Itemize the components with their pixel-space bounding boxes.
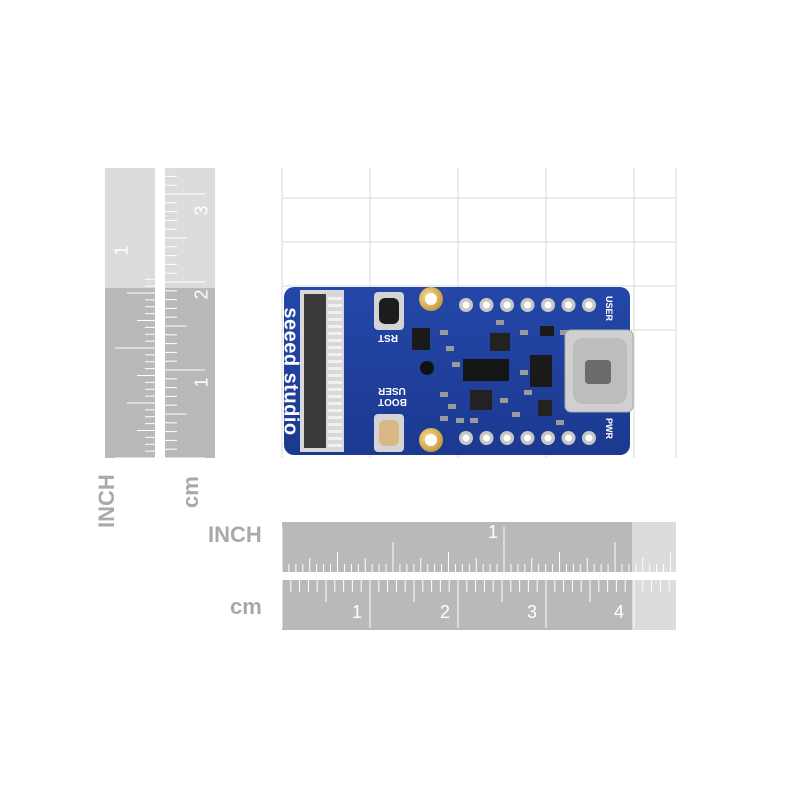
fpc-pin: [328, 430, 342, 433]
vertical-inch-ruler: [105, 168, 155, 459]
smd-component: [456, 418, 464, 423]
smd-component: [496, 320, 504, 325]
fpc-pin: [328, 423, 342, 426]
horizontal-cm-number-3: 3: [527, 602, 538, 622]
fpc-pin: [328, 360, 342, 363]
smd-component: [452, 362, 460, 367]
rst-label: RST: [378, 332, 398, 343]
fpc-pin: [328, 374, 342, 377]
brand-logo-text: seeed studio: [279, 307, 302, 436]
fpc-pin: [328, 318, 342, 321]
fpc-pin: [328, 367, 342, 370]
smd-component: [448, 404, 456, 409]
smd-component: [556, 420, 564, 425]
fpc-pin: [328, 339, 342, 342]
fpc-pin: [328, 304, 342, 307]
smd-component: [440, 416, 448, 421]
fpc-pin: [328, 353, 342, 356]
mounting-hole-bottom: [419, 428, 443, 452]
header-pins-bottom: [459, 431, 596, 445]
header-pin-hole: [524, 434, 531, 442]
fpc-connector: [300, 290, 344, 452]
header-pin-hole: [585, 434, 593, 442]
header-pin-hole: [462, 301, 470, 309]
boot-button: [374, 414, 404, 452]
mounting-hole-top: [419, 287, 443, 311]
header-pin-hole: [565, 301, 572, 309]
fpc-pin: [328, 346, 342, 349]
horizontal-cm-number-2: 2: [440, 602, 451, 622]
horizontal-cm-number-4: 4: [614, 602, 625, 622]
smd-component: [520, 370, 528, 375]
header-pin-hole: [524, 301, 531, 309]
vertical-cm-ruler: [165, 168, 215, 459]
fpc-pin: [328, 416, 342, 419]
horizontal-inch-ruler: [281, 522, 676, 572]
fpc-pin: [328, 297, 342, 300]
fpc-pin: [328, 325, 342, 328]
header-pin-hole: [503, 434, 511, 442]
header-pin-hole: [585, 301, 593, 309]
header-pin-hole: [483, 434, 490, 442]
rst-button: [374, 292, 404, 330]
horizontal-cm-number-1: 1: [352, 602, 363, 622]
fpc-pin: [328, 388, 342, 391]
header-pin-hole: [544, 301, 552, 309]
fpc-pin: [328, 395, 342, 398]
horizontal-cm-label: cm: [230, 594, 262, 619]
horizontal-inch-number-1: 1: [488, 522, 499, 542]
header-pin-hole: [483, 301, 490, 309]
boot-label: BOOT: [378, 396, 407, 407]
smd-component: [524, 390, 532, 395]
smd-component: [512, 412, 520, 417]
fpc-pin: [328, 437, 342, 440]
header-pin-hole: [503, 301, 511, 309]
fpc-pin: [328, 332, 342, 335]
horizontal-inch-label: INCH: [208, 522, 262, 547]
usb-c-connector: [564, 329, 634, 413]
fpc-pin: [328, 381, 342, 384]
smd-component: [500, 398, 508, 403]
user-label-right: USER: [604, 296, 614, 322]
smd-component: [470, 418, 478, 423]
smd-component: [520, 330, 528, 335]
fpc-pin: [328, 444, 342, 447]
header-pins-top: [459, 298, 596, 312]
smd-component: [560, 330, 568, 335]
user-label-left: USER: [378, 385, 406, 396]
smd-component: [446, 346, 454, 351]
header-pin-hole: [462, 434, 470, 442]
pwr-label: PWR: [604, 418, 614, 439]
smd-component: [440, 392, 448, 397]
smd-component: [440, 330, 448, 335]
fpc-pin: [328, 311, 342, 314]
fpc-pin: [328, 409, 342, 412]
header-pin-hole: [565, 434, 572, 442]
fpc-pin: [328, 402, 342, 405]
header-pin-hole: [544, 434, 552, 442]
horizontal-cm-ruler: [281, 580, 676, 630]
